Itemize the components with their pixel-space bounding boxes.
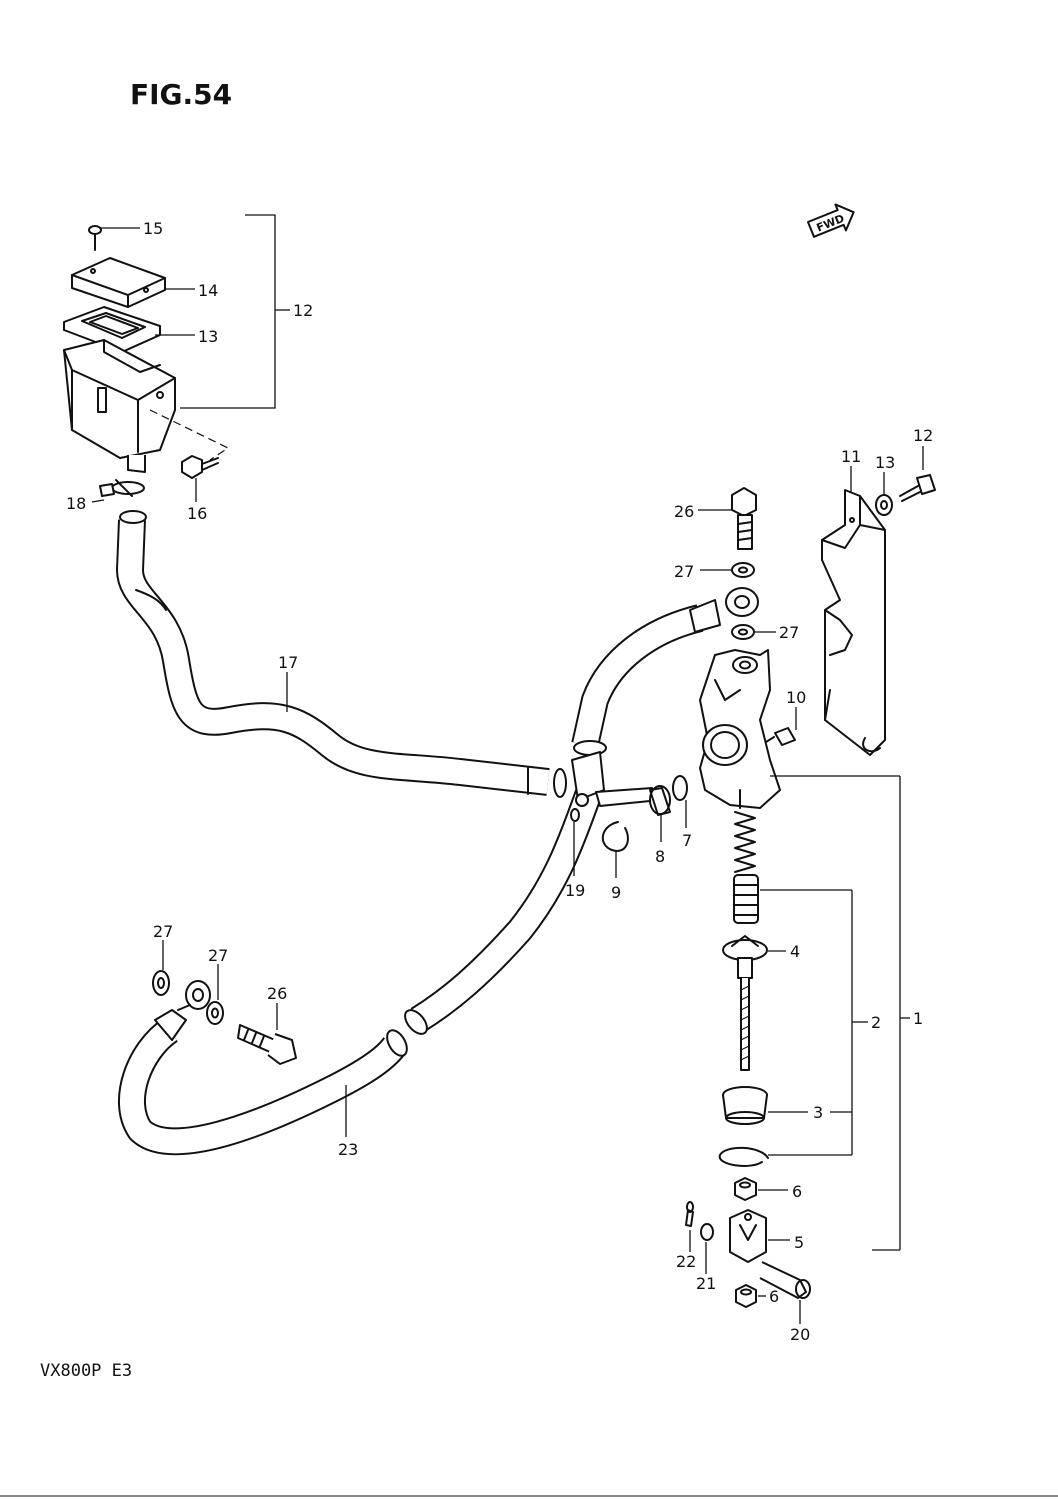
callout-24: 22 (676, 1252, 696, 1271)
reservoir-body (63, 339, 176, 473)
bracket-14 (180, 214, 276, 409)
callout-6-lower: 6 (769, 1287, 779, 1306)
union-bolt-upper (731, 487, 757, 550)
washer-23 (700, 1223, 714, 1241)
callout-9: 9 (611, 883, 621, 902)
callout-18: 16 (187, 504, 207, 523)
callout-19: 17 (278, 653, 298, 672)
lock-nut-lower (735, 1284, 757, 1308)
reservoir-cap (71, 257, 166, 308)
callout-25: 23 (338, 1140, 358, 1159)
callout-21: 19 (565, 881, 585, 900)
master-cylinder-body (699, 649, 781, 809)
reservoir-hose (116, 510, 567, 798)
washer-13 (875, 494, 893, 516)
callout-16: 14 (198, 281, 218, 300)
fwd-arrow-icon: FWD (807, 203, 855, 238)
master-cylinder-hose (118, 785, 604, 1156)
callout-7: 7 (682, 831, 692, 850)
callout-27-b: 27 (779, 623, 799, 642)
reservoir-mount-bolt (181, 455, 219, 479)
cotter-pin (685, 1201, 694, 1227)
mount-dashed-line (149, 409, 230, 461)
pushrod (722, 935, 768, 1071)
callout-2: 2 (871, 1013, 881, 1032)
callout-15: 13 (198, 327, 218, 346)
callout-11: 11 (841, 447, 861, 466)
callout-5: 5 (794, 1233, 804, 1252)
callout-12: 12 (913, 426, 933, 445)
washer-27b (731, 624, 755, 640)
callout-13: 13 (875, 453, 895, 472)
leader-lines (91, 227, 924, 1324)
callout-labels: 15 14 13 12 16 18 17 23 19 9 8 7 26 27 2… (66, 219, 933, 1344)
callout-27-c: 27 (153, 922, 173, 941)
mount-bracket (821, 489, 886, 756)
washer-27c (152, 970, 170, 996)
callout-27-a: 27 (674, 562, 694, 581)
callout-23: 21 (696, 1274, 716, 1293)
hose-joint (570, 751, 661, 822)
figure-title: FIG.54 (130, 78, 232, 111)
callout-1: 1 (913, 1009, 923, 1028)
model-code: VX800P E3 (40, 1361, 132, 1381)
reservoir-cap-screw (88, 225, 102, 251)
piston (733, 874, 759, 924)
elbow-fitting (649, 775, 688, 816)
mount-bolt-10 (765, 727, 796, 746)
return-spring (734, 811, 756, 873)
callout-20: 18 (66, 494, 86, 513)
hose-clamp-upper (99, 479, 145, 497)
dust-boot (722, 1086, 768, 1125)
banjo-hose-upper (571, 587, 759, 756)
callout-14: 12 (293, 301, 313, 320)
washer-27a (731, 562, 755, 578)
lock-nut-upper (734, 1177, 757, 1201)
callout-8: 8 (655, 847, 665, 866)
union-bolt-lower (237, 1024, 297, 1065)
callout-26-lower: 26 (267, 984, 287, 1003)
callout-6-upper: 6 (792, 1182, 802, 1201)
clevis (729, 1209, 811, 1299)
circlip-9 (602, 821, 629, 852)
callout-27-d: 27 (208, 946, 228, 965)
callout-26-upper: 26 (674, 502, 694, 521)
bracket-bolt (899, 474, 936, 502)
callout-3: 3 (813, 1103, 823, 1122)
callout-22: 20 (790, 1325, 810, 1344)
callout-17: 15 (143, 219, 163, 238)
callout-4: 4 (790, 942, 800, 961)
callout-10: 10 (786, 688, 806, 707)
washer-27d (206, 1001, 224, 1025)
circlip-ring (718, 1146, 769, 1167)
